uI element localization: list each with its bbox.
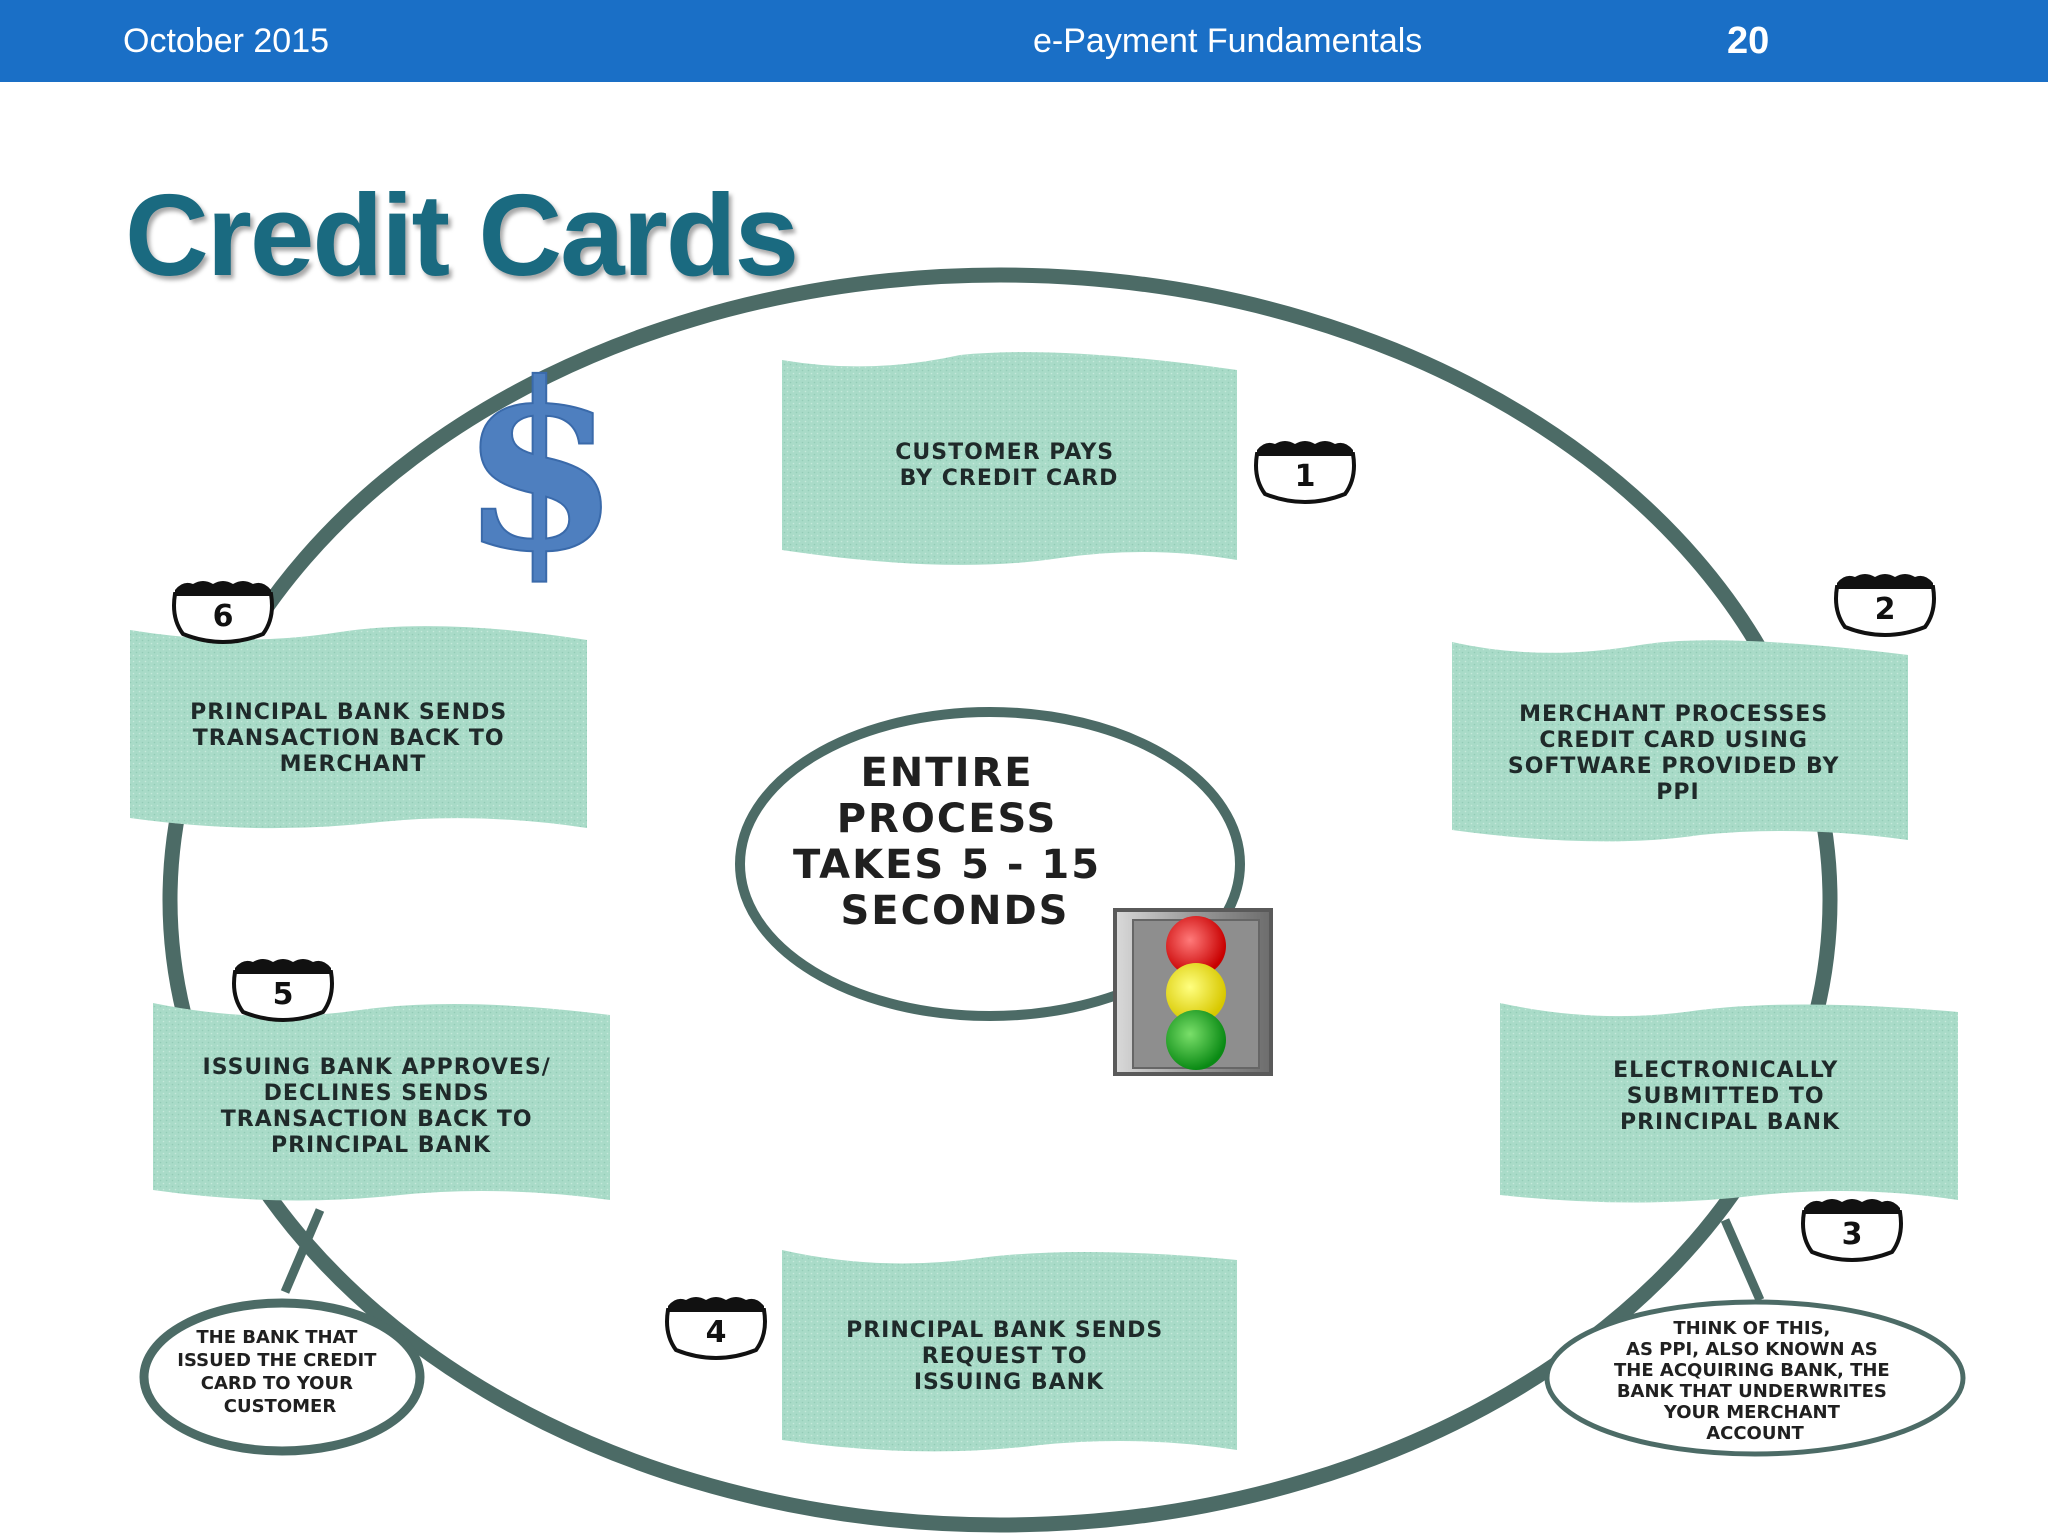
dollar-sign-icon: $	[460, 333, 620, 603]
route-shield-icon-4: 4	[665, 1297, 767, 1360]
step-banner	[782, 352, 1237, 565]
note-label: THE BANK THAT ISSUED THE CREDIT CARD TO …	[177, 1327, 382, 1417]
step-banner	[130, 626, 587, 829]
route-shield-icon-6: 6	[172, 581, 274, 644]
page-number: 20	[1727, 20, 1770, 62]
step-1: CUSTOMER PAYS BY CREDIT CARD	[782, 352, 1237, 565]
route-shield-icon-1: 1	[1254, 441, 1356, 504]
svg-text:1: 1	[1295, 459, 1316, 494]
step-banner	[153, 1003, 610, 1201]
note-label: THINK OF THIS, AS PPI, ALSO KNOWN AS THE…	[1614, 1318, 1896, 1444]
svg-text:4: 4	[706, 1315, 727, 1350]
step-label: ISSUING BANK APPROVES/ DECLINES SENDS TR…	[203, 1055, 560, 1158]
step-banner	[1452, 640, 1908, 842]
ring-gap	[405, 378, 665, 592]
step-2: MERCHANT PROCESSES CREDIT CARD USING SOF…	[1452, 640, 1908, 842]
svg-text:6: 6	[213, 599, 234, 634]
route-shield-icon-3: 3	[1801, 1199, 1903, 1262]
step-5: ISSUING BANK APPROVES/ DECLINES SENDS TR…	[153, 1003, 610, 1201]
header-title: e-Payment Fundamentals	[1033, 22, 1423, 60]
step-label: CUSTOMER PAYS BY CREDIT CARD	[895, 440, 1123, 491]
header-bar	[0, 0, 2048, 82]
traffic-light-icon	[1113, 908, 1273, 1076]
process-ring	[162, 267, 1838, 1533]
step-3: ELECTRONICALLY SUBMITTED TO PRINCIPAL BA…	[1500, 1003, 1958, 1203]
note-connector-issuing	[280, 1208, 325, 1294]
slide-title: Credit Cards	[125, 170, 799, 300]
step-banner	[782, 1250, 1237, 1452]
step-label: PRINCIPAL BANK SENDS TRANSACTION BACK TO…	[190, 700, 516, 777]
note-connector-acquiring	[1720, 1218, 1765, 1302]
route-shield-icon-2: 2	[1834, 574, 1936, 637]
svg-text:3: 3	[1842, 1217, 1863, 1252]
note-acquiring-bank: THINK OF THIS, AS PPI, ALSO KNOWN AS THE…	[1544, 1299, 1966, 1457]
svg-text:5: 5	[273, 977, 294, 1012]
center-label: ENTIRE PROCESS TAKES 5 - 15 SECONDS	[793, 750, 1117, 934]
header-date: October 2015	[123, 22, 330, 60]
route-shield-icon-5: 5	[232, 959, 334, 1022]
svg-text:2: 2	[1875, 592, 1896, 627]
step-label: MERCHANT PROCESSES CREDIT CARD USING SOF…	[1508, 702, 1848, 805]
step-label: ELECTRONICALLY SUBMITTED TO PRINCIPAL BA…	[1613, 1058, 1847, 1135]
step-label: PRINCIPAL BANK SENDS REQUEST TO ISSUING …	[846, 1318, 1172, 1395]
note-issuing-bank: THE BANK THAT ISSUED THE CREDIT CARD TO …	[139, 1298, 425, 1456]
step-banner	[1500, 1003, 1958, 1203]
step-6: PRINCIPAL BANK SENDS TRANSACTION BACK TO…	[130, 626, 587, 829]
step-4: PRINCIPAL BANK SENDS REQUEST TO ISSUING …	[782, 1250, 1237, 1452]
